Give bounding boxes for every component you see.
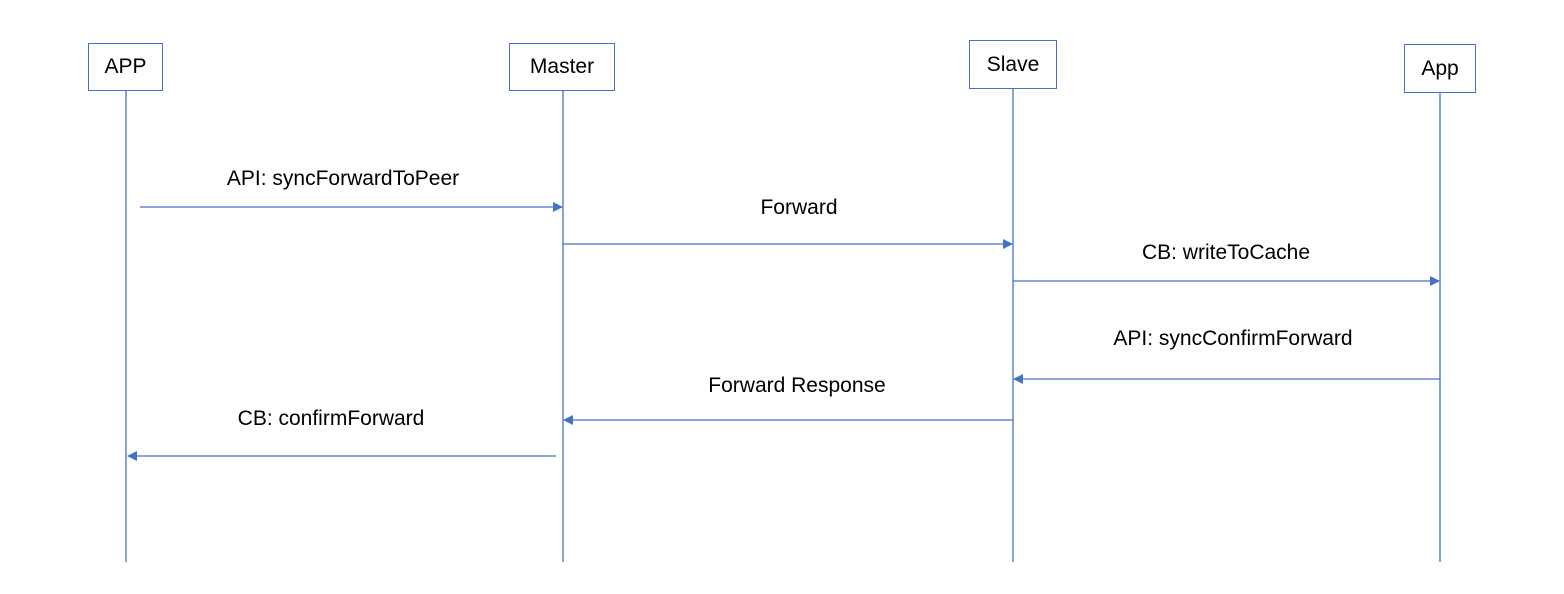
message-label-sync-forward-to-peer: API: syncForwardToPeer xyxy=(226,167,460,190)
participant-app-right: App xyxy=(1404,44,1476,93)
participant-app-left: APP xyxy=(88,43,163,91)
message-label-sync-confirm-forward: API: syncConfirmForward xyxy=(1113,327,1353,350)
participant-label: Master xyxy=(529,55,595,78)
participant-master: Master xyxy=(509,43,615,91)
message-label-confirm-forward: CB: confirmForward xyxy=(237,407,425,430)
message-label-write-to-cache: CB: writeToCache xyxy=(1141,241,1311,264)
message-label-forward: Forward xyxy=(760,196,838,219)
participant-label: Slave xyxy=(986,52,1040,76)
participant-label: App xyxy=(1421,56,1459,80)
participant-label: APP xyxy=(104,55,147,78)
participant-slave: Slave xyxy=(969,40,1057,89)
message-label-forward-response: Forward Response xyxy=(708,374,886,397)
